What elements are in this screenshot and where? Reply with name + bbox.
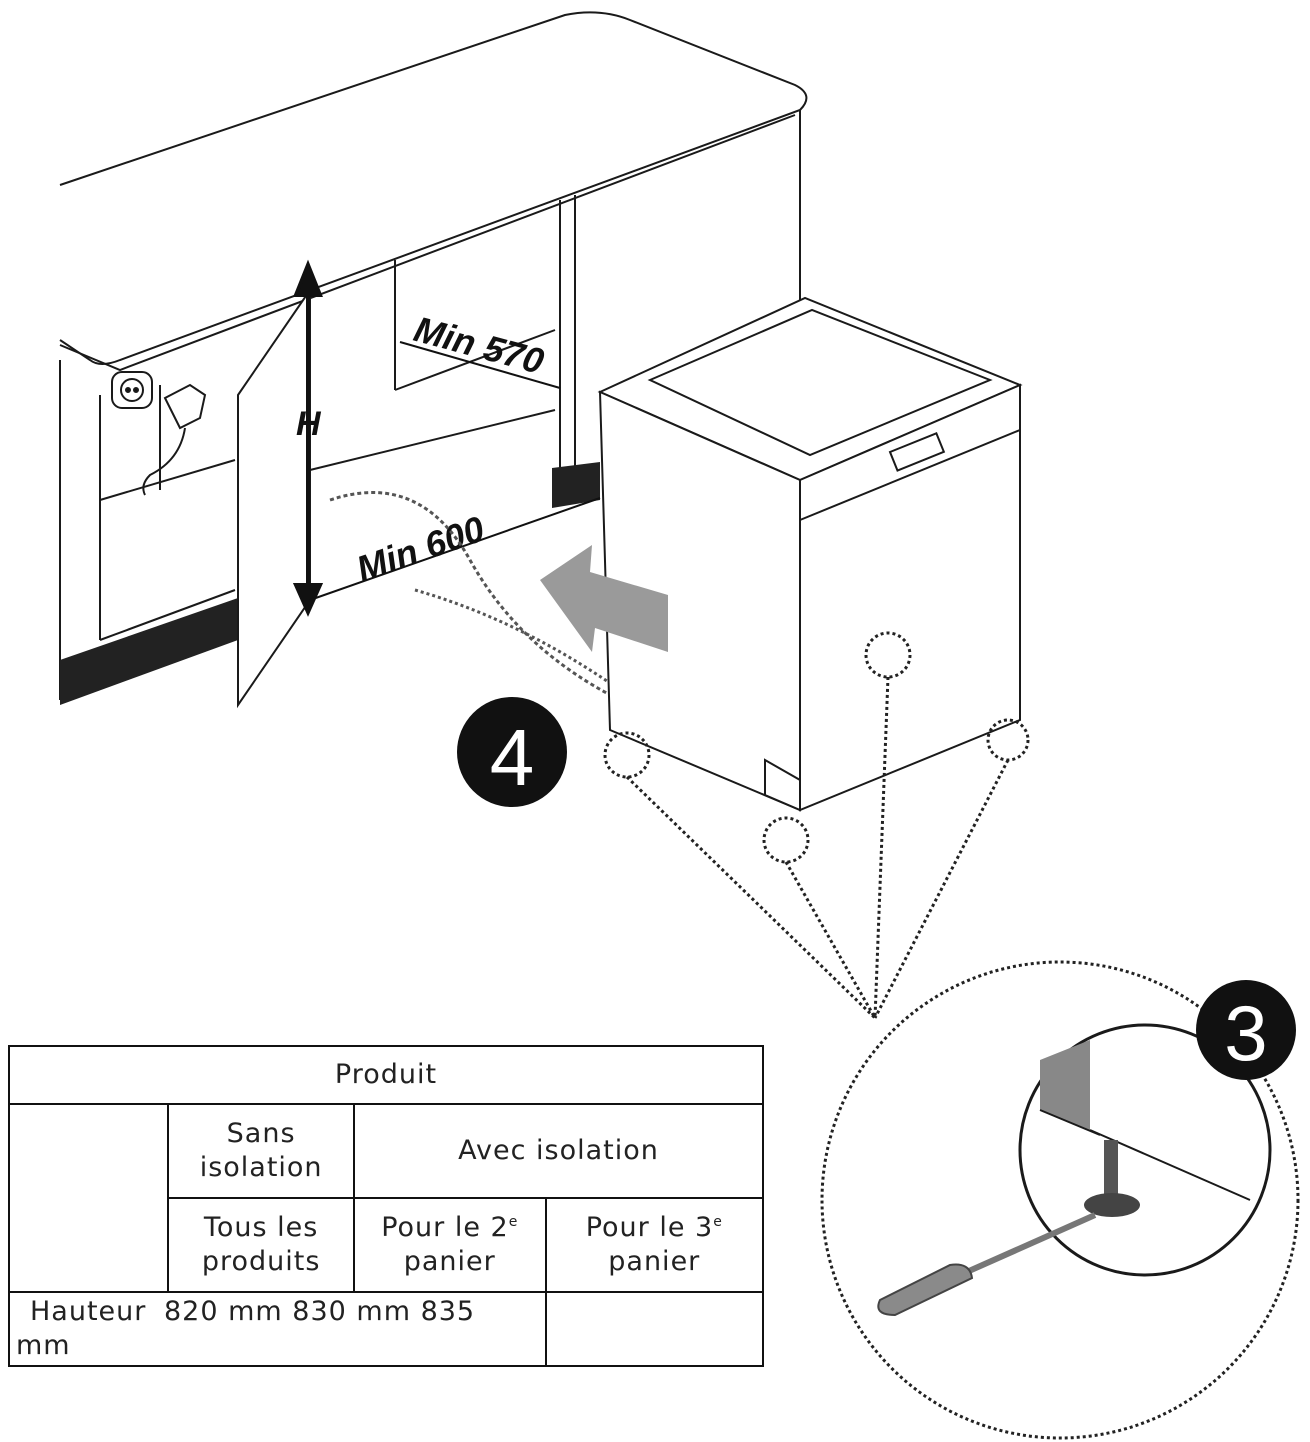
sub-header-all: Tous les produits (167, 1197, 355, 1293)
dishwasher (597, 296, 1023, 812)
insert-arrow (540, 545, 668, 652)
height-label: H (296, 405, 322, 443)
table-title: Produit (8, 1045, 764, 1105)
table-row-hauteur: Hauteur 820 mm 830 mm 835 mm (8, 1291, 547, 1367)
table-empty-value (544, 1291, 765, 1367)
row-values: 820 mm 830 mm 835 mm (16, 1296, 476, 1361)
header-sans-isolation: Sans isolation (167, 1103, 355, 1199)
cabinet (59, 195, 576, 700)
header-avec-isolation: Avec isolation (352, 1103, 765, 1199)
plug-icon (142, 383, 207, 496)
svg-text:4: 4 (490, 713, 535, 802)
height-table: Produit Sans isolation Avec isolation To… (7, 1045, 765, 1367)
depth-label: Min 570 (410, 308, 548, 382)
plinth-right (552, 462, 600, 508)
power-socket-icon (111, 371, 153, 409)
table-empty-cell (7, 1103, 170, 1293)
svg-text:3: 3 (1224, 989, 1267, 1077)
sub-header-panier-3: Pour le 3e panier (544, 1197, 765, 1293)
plinth-left (60, 598, 238, 705)
screwdriver-icon (877, 1212, 1097, 1317)
pointer-lines (625, 676, 1010, 1020)
sub-header-panier-2: Pour le 2e panier (352, 1197, 547, 1293)
depth-line (399, 341, 561, 389)
width-label: Min 600 (351, 508, 489, 590)
detail-zoom-circle (820, 960, 1300, 1440)
drain-hose (329, 491, 621, 702)
cabinet-door (237, 286, 311, 709)
width-line (309, 497, 601, 601)
step-3-badge: 3 (1196, 980, 1296, 1080)
step-4-badge: 4 (457, 697, 567, 807)
row-label: Hauteur (30, 1296, 147, 1327)
countertop (59, 11, 808, 372)
